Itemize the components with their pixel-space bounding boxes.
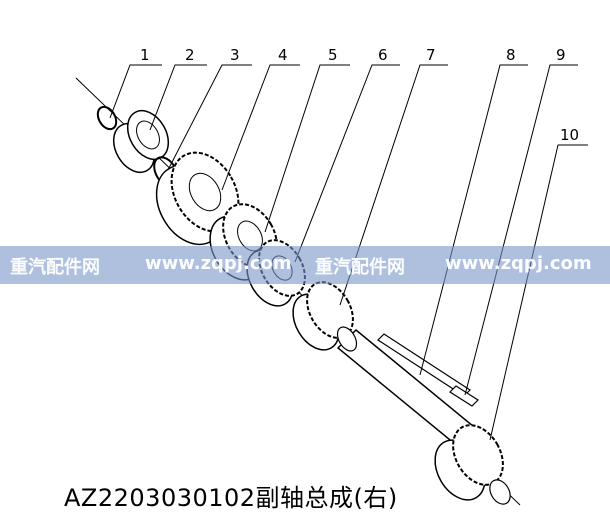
part-8-key — [377, 333, 471, 397]
callout-3: 3 — [230, 46, 240, 64]
callout-4: 4 — [278, 46, 288, 64]
part-1-snap-ring — [96, 105, 118, 131]
leader-line-8 — [419, 64, 528, 376]
leader-line-2 — [149, 64, 207, 131]
callout-8: 8 — [506, 46, 516, 64]
leader-line-5 — [264, 64, 350, 233]
part-9-key — [449, 385, 479, 407]
assembly-title: AZ2203030102副轴总成(右) — [64, 484, 398, 512]
part-10-shaft — [336, 326, 511, 505]
watermark-url: www.zqpj.com — [145, 253, 292, 274]
callout-2: 2 — [185, 46, 195, 64]
watermark-band: 重汽配件网 www.zqpj.com 重汽配件网 www.zqpj.com — [0, 246, 610, 284]
part-2-bearing — [112, 110, 170, 173]
callout-1: 1 — [140, 46, 150, 64]
callout-10: 10 — [560, 126, 579, 144]
leader-line-6 — [294, 64, 400, 263]
leader-line-1 — [109, 64, 162, 119]
part-4-gear — [155, 151, 240, 246]
part-7-gear — [292, 281, 354, 351]
watermark-brand-2: 重汽配件网 — [315, 257, 405, 278]
leader-line-9 — [464, 64, 578, 396]
callout-7: 7 — [426, 46, 436, 64]
callout-5: 5 — [328, 46, 338, 64]
callout-6: 6 — [378, 46, 388, 64]
leader-line-4 — [221, 64, 300, 191]
leader-line-7 — [339, 64, 448, 306]
leader-line-3 — [167, 64, 252, 171]
watermark-url-2: www.zqpj.com — [445, 253, 592, 274]
callout-9: 9 — [556, 46, 566, 64]
leader-line-10 — [489, 144, 588, 441]
watermark-brand: 重汽配件网 — [10, 257, 100, 278]
